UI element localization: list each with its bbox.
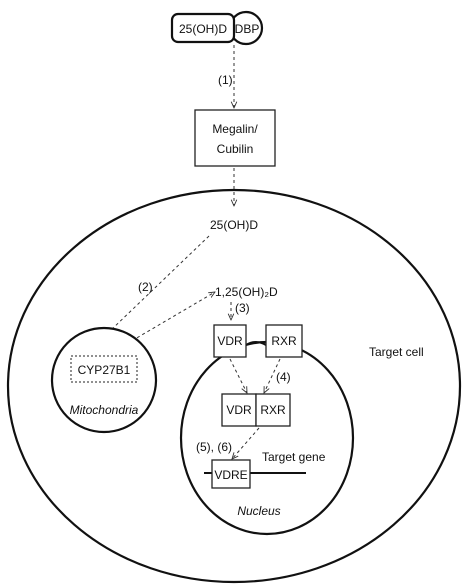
active-vitamin-label: 1,25(OH)₂D [215, 285, 278, 299]
step2-arrow-to-enzyme [86, 235, 210, 354]
megalin-label: Megalin/ [212, 122, 258, 136]
step1-label: (1) [218, 73, 233, 87]
nucleus-label: Nucleus [237, 504, 280, 518]
complex-rxr-box [255, 393, 291, 427]
cyp27b1-label: CYP27B1 [78, 363, 131, 377]
step56-label: (5), (6) [196, 440, 232, 454]
megalin-cubilin-box [194, 109, 276, 167]
cyp27b1-box [70, 355, 138, 383]
vdr-to-complex-arrow [229, 358, 247, 393]
rxr-label: RXR [271, 334, 297, 348]
intracellular-25ohd-label: 25(OH)D [210, 218, 258, 232]
vitamin-25ohd-box [170, 12, 236, 44]
vitamin-25ohd-label: 25(OH)D [179, 22, 227, 36]
vdr-box [213, 324, 247, 358]
target-gene-label: Target gene [262, 450, 326, 464]
dbp-label: DBP [235, 22, 260, 36]
complex-rxr-label: RXR [260, 403, 286, 417]
step2-label: (2) [138, 280, 153, 294]
complex-vdr-label: VDR [226, 403, 252, 417]
vdre-label: VDRE [214, 468, 247, 482]
step4-label: (4) [276, 370, 291, 384]
complex-to-vdre-arrow [232, 427, 260, 459]
vdre-box [211, 459, 251, 489]
rxr-box [265, 324, 303, 358]
cubilin-label: Cubilin [217, 142, 254, 156]
rxr-to-complex-arrow [264, 358, 281, 393]
target-cell-label: Target cell [369, 345, 424, 359]
vdr-rxr-link [245, 341, 267, 346]
step3-label: (3) [235, 301, 250, 315]
mitochondria-label: Mitochondria [70, 403, 139, 417]
vdr-label: VDR [217, 334, 243, 348]
